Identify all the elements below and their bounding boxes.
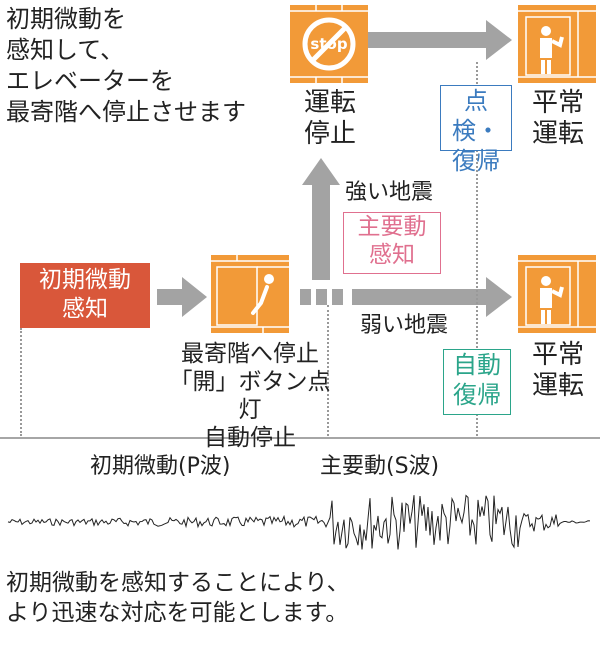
footer-line: より迅速な対応を可能とします。 — [6, 600, 349, 626]
dash-segment — [332, 289, 343, 305]
svg-text:stop: stop — [310, 35, 347, 53]
normal-operation-label-top: 平常運転 — [528, 88, 588, 150]
arrow-to-normal-top — [368, 20, 512, 60]
label-line: 初期微動 — [39, 267, 131, 293]
intro-text: 初期微動を 感知して、 エレベーターを 最寄階へ停止させます — [6, 4, 246, 128]
arrow-to-normal-bottom — [352, 277, 512, 317]
inspection-recovery-box: 点検・復帰 — [440, 85, 512, 175]
p-wave-label: 初期微動(P波) — [90, 454, 231, 479]
elevator-normal-icon — [518, 255, 596, 333]
label-line: 停止 — [303, 119, 356, 149]
label-line: 主要動 — [357, 214, 427, 240]
label-line: 運転 — [303, 88, 356, 118]
dash-segment — [300, 289, 311, 305]
intro-line: 初期微動を — [6, 5, 126, 33]
elevator-normal-icon — [518, 5, 596, 83]
arrow-to-elevator — [157, 277, 207, 317]
label-line: 点検・ — [452, 87, 500, 145]
intro-line: 感知して、 — [6, 36, 125, 64]
label-line: 「開」ボタン点灯 — [169, 369, 331, 423]
label-line: 自動 — [453, 351, 501, 379]
elevator-stop-icon: stop — [290, 5, 368, 83]
nearest-floor-label: 最寄階へ停止「開」ボタン点灯自動停止 — [160, 340, 340, 452]
label-line: 平常 — [531, 88, 584, 118]
s-wave-label: 主要動(S波) — [320, 454, 440, 479]
normal-operation-label-bottom: 平常運転 — [528, 340, 588, 402]
dash-segment — [316, 289, 327, 305]
label-line: 感知 — [369, 242, 415, 268]
weak-quake-label: 弱い地震 — [360, 313, 449, 338]
label-line: 自動停止 — [204, 425, 296, 451]
intro-line: エレベーターを — [6, 67, 174, 95]
auto-recovery-box: 自動復帰 — [443, 349, 511, 415]
strong-quake-label: 強い地震 — [345, 180, 434, 205]
label-line: 平常 — [531, 340, 584, 370]
label-line: 感知 — [62, 296, 108, 322]
dotted-guide — [20, 328, 22, 436]
stopped-label: 運転停止 — [300, 88, 360, 150]
dotted-guide — [476, 62, 478, 436]
label-line: 最寄階へ停止 — [181, 341, 319, 367]
main-motion-detect-box: 主要動感知 — [343, 212, 441, 274]
initial-detect-box: 初期微動感知 — [20, 263, 150, 328]
elevator-exit-icon — [211, 255, 289, 333]
seismic-waveform — [7, 494, 591, 550]
intro-line: 最寄階へ停止させます — [6, 98, 246, 126]
footer-line: 初期微動を感知することにより、 — [6, 570, 350, 596]
dotted-guide — [327, 305, 329, 436]
footer-text: 初期微動を感知することにより、より迅速な対応を可能とします。 — [6, 568, 350, 628]
label-line: 運転 — [531, 371, 584, 401]
label-line: 復帰 — [453, 381, 501, 409]
label-line: 運転 — [531, 119, 584, 149]
arrow-up-strong — [302, 158, 340, 280]
label-line: 復帰 — [452, 147, 500, 175]
